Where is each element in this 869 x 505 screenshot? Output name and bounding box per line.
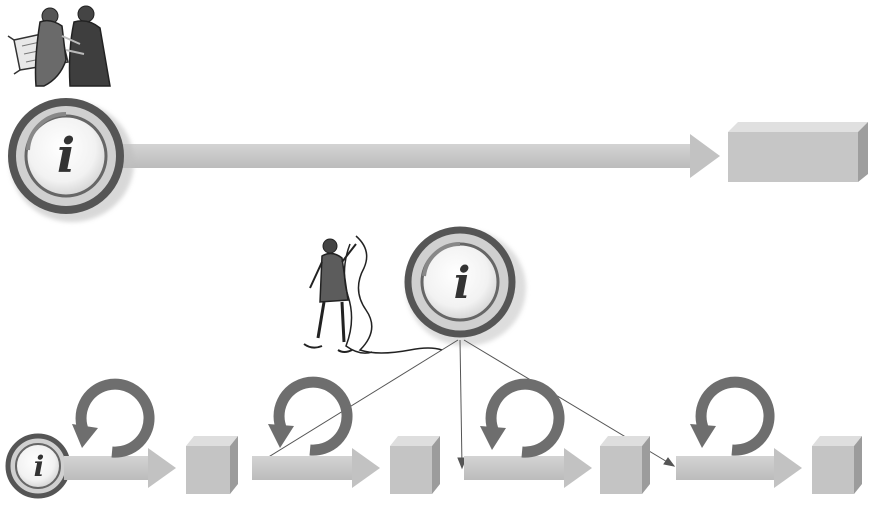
info-circle-icon: i xyxy=(404,226,526,346)
gray-box-icon xyxy=(812,436,862,494)
stage-4 xyxy=(676,376,862,494)
stage-3 xyxy=(464,378,650,494)
gray-box-icon xyxy=(186,436,238,494)
two-people-reading-document-icon xyxy=(7,5,111,87)
circular-arrow-icon xyxy=(690,376,775,456)
top-flow: i xyxy=(7,5,868,222)
info-circle-icon: i xyxy=(5,433,71,499)
info-circle-icon: i xyxy=(8,98,134,222)
info-symbol: i xyxy=(57,128,75,184)
stage-2 xyxy=(252,376,440,494)
main-flow-arrow xyxy=(118,134,720,178)
gray-box-icon xyxy=(390,436,440,494)
info-symbol: i xyxy=(34,450,45,483)
circular-arrow-icon xyxy=(72,378,155,458)
bottom-stages: i xyxy=(5,376,862,499)
gray-box-icon xyxy=(600,436,650,494)
person-holding-long-scroll-icon xyxy=(303,235,443,354)
stage-1 xyxy=(64,378,238,494)
middle-source: i xyxy=(252,226,676,470)
gray-box-icon xyxy=(728,122,868,182)
info-symbol: i xyxy=(454,258,471,309)
circular-arrow-icon xyxy=(480,378,565,458)
circular-arrow-icon xyxy=(268,376,353,456)
